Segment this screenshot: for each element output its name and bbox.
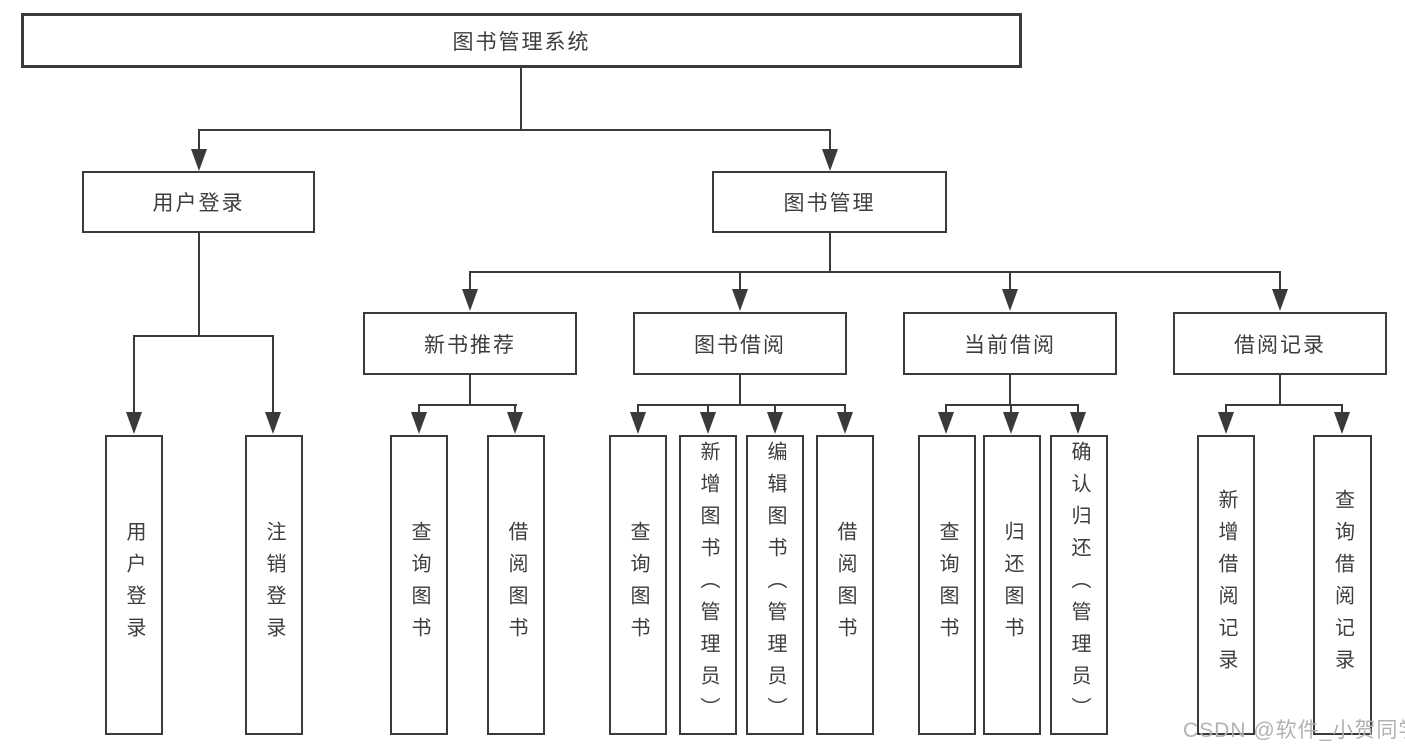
leaf-user-login: 用户登录 xyxy=(105,435,163,735)
leaf-confirm-return-admin: 确认归还（管理员） xyxy=(1050,435,1108,735)
connector-line xyxy=(418,406,420,414)
leaf-label: 用户登录 xyxy=(123,521,145,649)
arrow-down-icon xyxy=(1218,412,1234,434)
arrow-down-icon xyxy=(767,412,783,434)
connector-line xyxy=(774,406,776,414)
connector-line xyxy=(418,404,517,406)
arrow-down-icon xyxy=(1003,412,1019,434)
connector-line xyxy=(520,68,522,130)
leaf-add-books-admin: 新增图书（管理员） xyxy=(679,435,737,735)
connector-line xyxy=(469,273,471,290)
connector-line xyxy=(198,233,200,336)
leaf-logout: 注销登录 xyxy=(245,435,303,735)
leaf-label: 确认归还（管理员） xyxy=(1068,441,1090,729)
node-label: 图书管理 xyxy=(783,192,876,215)
arrow-down-icon xyxy=(507,412,523,434)
connector-line xyxy=(469,271,1281,273)
leaf-label: 查询图书 xyxy=(936,521,958,649)
leaf-label: 借阅图书 xyxy=(834,521,856,649)
connector-line xyxy=(272,337,274,412)
connector-line xyxy=(198,131,200,151)
node-label: 新书推荐 xyxy=(424,333,516,357)
leaf-query-books-recommend: 查询图书 xyxy=(390,435,448,735)
connector-line xyxy=(945,404,1079,406)
leaf-add-borrow-record: 新增借阅记录 xyxy=(1197,435,1255,735)
leaf-label: 新增图书（管理员） xyxy=(697,441,719,729)
leaf-label: 新增借阅记录 xyxy=(1215,489,1237,681)
connector-line xyxy=(844,406,846,414)
arrow-down-icon xyxy=(462,289,478,311)
node-label: 图书管理系统 xyxy=(452,30,591,54)
node-current-borrow: 当前借阅 xyxy=(903,312,1117,375)
connector-line xyxy=(133,335,274,337)
connector-line xyxy=(829,233,831,272)
leaf-query-books-current: 查询图书 xyxy=(918,435,976,735)
leaf-return-books: 归还图书 xyxy=(983,435,1041,735)
arrow-down-icon xyxy=(1002,289,1018,311)
leaf-edit-books-admin: 编辑图书（管理员） xyxy=(746,435,804,735)
node-new-book-recommend: 新书推荐 xyxy=(363,312,577,375)
connector-line xyxy=(945,406,947,414)
leaf-label: 注销登录 xyxy=(263,521,285,649)
arrow-down-icon xyxy=(265,412,281,434)
connector-line xyxy=(1010,406,1012,414)
connector-line xyxy=(133,337,135,412)
connector-line xyxy=(829,131,831,151)
connector-line xyxy=(1341,406,1343,414)
leaf-query-books: 查询图书 xyxy=(609,435,667,735)
leaf-query-borrow-record: 查询借阅记录 xyxy=(1313,435,1372,735)
arrow-down-icon xyxy=(630,412,646,434)
node-library-management-system: 图书管理系统 xyxy=(21,13,1022,68)
arrow-down-icon xyxy=(1070,412,1086,434)
connector-line xyxy=(1009,273,1011,290)
arrow-down-icon xyxy=(938,412,954,434)
connector-line xyxy=(637,406,639,414)
arrow-down-icon xyxy=(1272,289,1288,311)
arrow-down-icon xyxy=(411,412,427,434)
node-label: 借阅记录 xyxy=(1234,333,1326,357)
connector-line xyxy=(1279,375,1281,405)
leaf-label: 借阅图书 xyxy=(505,521,527,649)
node-user-login: 用户登录 xyxy=(82,171,315,233)
connector-line xyxy=(198,129,831,131)
watermark: CSDN @软件_小贺同学 xyxy=(1183,719,1405,742)
node-book-management: 图书管理 xyxy=(712,171,947,233)
leaf-label: 查询借阅记录 xyxy=(1331,489,1354,681)
connector-line xyxy=(707,406,709,414)
connector-line xyxy=(469,375,471,405)
connector-line xyxy=(739,273,741,290)
leaf-label: 归还图书 xyxy=(1001,521,1023,649)
node-borrow-records: 借阅记录 xyxy=(1173,312,1387,375)
leaf-borrow-books-recommend: 借阅图书 xyxy=(487,435,545,735)
arrow-down-icon xyxy=(732,289,748,311)
connector-line xyxy=(739,375,741,405)
connector-line xyxy=(1225,404,1343,406)
node-label: 用户登录 xyxy=(152,192,245,215)
connector-line xyxy=(1225,406,1227,414)
arrow-down-icon xyxy=(822,149,838,171)
leaf-label: 查询图书 xyxy=(408,521,430,649)
connector-line xyxy=(637,404,846,406)
arrow-down-icon xyxy=(837,412,853,434)
node-book-borrow: 图书借阅 xyxy=(633,312,847,375)
connector-line xyxy=(514,406,516,414)
connector-line xyxy=(1077,406,1079,414)
arrow-down-icon xyxy=(126,412,142,434)
connector-line xyxy=(1009,375,1011,405)
arrow-down-icon xyxy=(700,412,716,434)
node-label: 图书借阅 xyxy=(694,333,786,357)
leaf-label: 编辑图书（管理员） xyxy=(764,441,786,729)
arrow-down-icon xyxy=(1334,412,1350,434)
leaf-label: 查询图书 xyxy=(627,521,649,649)
connector-line xyxy=(1279,273,1281,290)
node-label: 当前借阅 xyxy=(964,333,1056,357)
arrow-down-icon xyxy=(191,149,207,171)
leaf-borrow-books: 借阅图书 xyxy=(816,435,874,735)
